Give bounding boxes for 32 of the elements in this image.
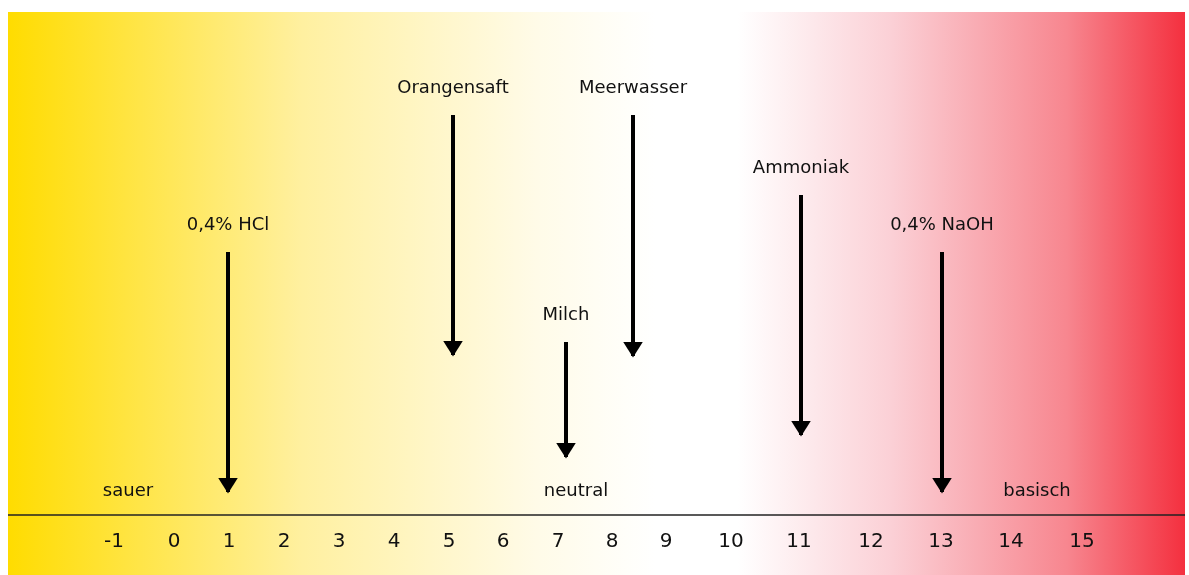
ph-tick-label: 7 [551, 529, 565, 551]
ph-tick-label: 15 [1069, 529, 1095, 551]
scale-region-label: neutral [543, 479, 609, 501]
ph-tick-label: -1 [104, 529, 124, 551]
arrow [218, 252, 238, 494]
arrow [932, 252, 952, 494]
arrow [443, 115, 463, 357]
ph-tick-label: 3 [332, 529, 346, 551]
substance-label: Ammoniak [752, 156, 850, 178]
substance-label: Milch [542, 303, 590, 325]
scale-region-label: basisch [1003, 479, 1071, 501]
arrow [791, 195, 811, 437]
ph-tick-label: 12 [858, 529, 884, 551]
ph-tick-label: 0 [167, 529, 181, 551]
ph-tick-label: 11 [786, 529, 812, 551]
ph-tick-label: 5 [442, 529, 456, 551]
arrow [556, 342, 576, 459]
ph-tick-label: 4 [387, 529, 401, 551]
ph-tick-label: 2 [277, 529, 291, 551]
ph-tick-label: 9 [659, 529, 673, 551]
ph-tick-label: 1 [222, 529, 236, 551]
ph-tick-label: 10 [718, 529, 744, 551]
substance-label: Meerwasser [578, 76, 688, 98]
ph-tick-label: 8 [605, 529, 619, 551]
arrow [623, 115, 643, 358]
substance-label: Orangensaft [397, 76, 509, 98]
substance-label: 0,4% HCl [186, 213, 270, 235]
ph-tick-label: 6 [496, 529, 510, 551]
scale-region-label: sauer [102, 479, 154, 501]
ph-tick-label: 13 [928, 529, 954, 551]
ph-tick-label: 14 [998, 529, 1024, 551]
substance-label: 0,4% NaOH [890, 213, 994, 235]
